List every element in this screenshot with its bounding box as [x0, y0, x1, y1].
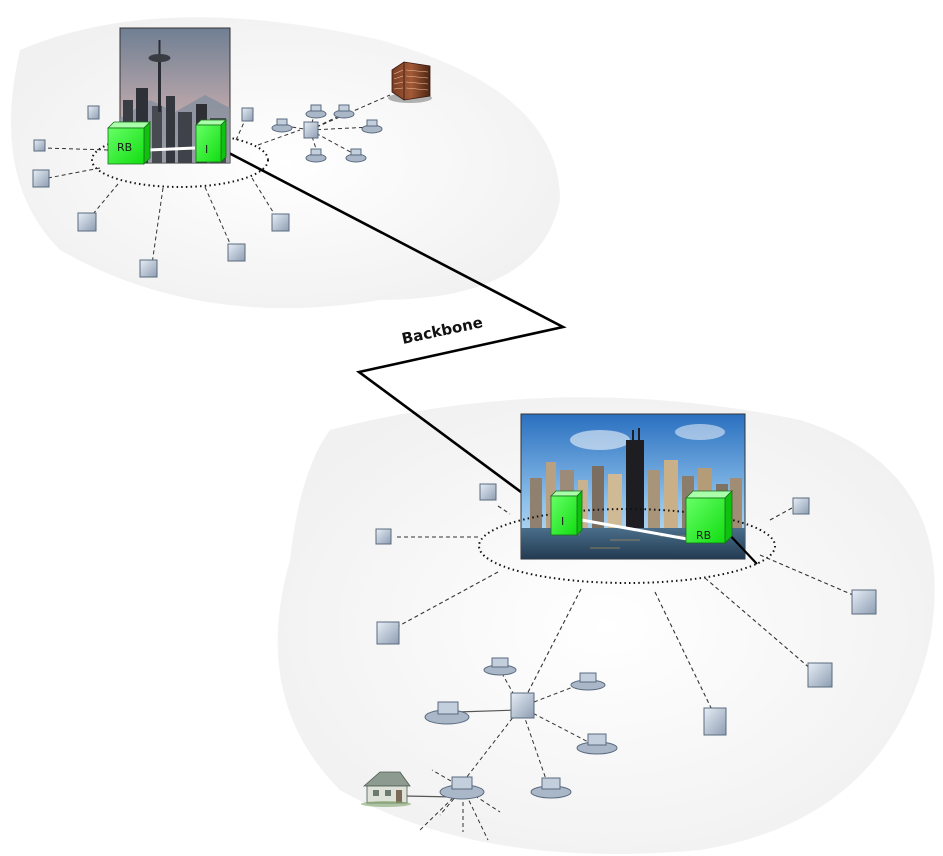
hub-device-icon[interactable]: [303, 121, 319, 139]
top-site-ring: [91, 132, 269, 188]
bottom-site-devices: [375, 483, 877, 736]
workstation-icon[interactable]: [305, 148, 327, 163]
bottom-site-ring: [478, 508, 776, 584]
device-icon[interactable]: [241, 107, 254, 122]
workstation-icon[interactable]: [439, 776, 485, 800]
top-interface-label: I: [205, 143, 208, 156]
device-icon[interactable]: [375, 528, 392, 545]
office-building-icon: [388, 61, 432, 103]
device-icon[interactable]: [792, 497, 810, 515]
workstation-icon[interactable]: [305, 104, 327, 119]
device-icon[interactable]: [32, 169, 50, 188]
workstation-icon[interactable]: [271, 118, 293, 133]
top-router-label: RB: [117, 141, 132, 154]
backbone-label: Backbone: [400, 313, 484, 348]
backbone-link: [226, 150, 567, 514]
device-icon[interactable]: [851, 589, 877, 615]
workstation-icon[interactable]: [483, 657, 517, 676]
device-icon[interactable]: [479, 483, 497, 501]
device-icon[interactable]: [376, 621, 400, 645]
bottom-router-label: RB: [696, 529, 711, 542]
top-hub-cluster: [271, 61, 432, 163]
top-interface-i[interactable]: I: [195, 119, 227, 163]
workstation-icon[interactable]: [345, 148, 367, 163]
bottom-hub-cluster: [361, 657, 618, 841]
device-icon[interactable]: [271, 213, 290, 232]
device-icon[interactable]: [87, 105, 100, 120]
workstation-icon[interactable]: [333, 104, 355, 119]
hub-device-icon[interactable]: [510, 692, 535, 719]
bottom-interface-i[interactable]: I: [550, 490, 583, 536]
device-icon[interactable]: [227, 243, 246, 262]
bottom-site-device-links: [394, 505, 861, 713]
workstation-icon[interactable]: [530, 777, 572, 799]
bottom-site: I RB: [361, 413, 877, 841]
device-icon[interactable]: [703, 707, 727, 736]
workstation-icon[interactable]: [361, 119, 383, 134]
workstation-icon[interactable]: [570, 672, 606, 691]
workstation-icon[interactable]: [424, 701, 470, 725]
workstation-icon[interactable]: [576, 733, 618, 755]
house-icon: [361, 771, 411, 807]
device-icon[interactable]: [807, 662, 833, 688]
device-icon[interactable]: [77, 212, 97, 232]
bottom-router-rb[interactable]: RB: [685, 490, 733, 544]
top-router-rb[interactable]: RB: [107, 121, 151, 165]
top-site-devices: [32, 105, 290, 278]
device-icon[interactable]: [139, 259, 158, 278]
bottom-interface-label: I: [561, 515, 564, 528]
top-site: RB I: [32, 27, 432, 278]
device-icon[interactable]: [33, 139, 46, 152]
